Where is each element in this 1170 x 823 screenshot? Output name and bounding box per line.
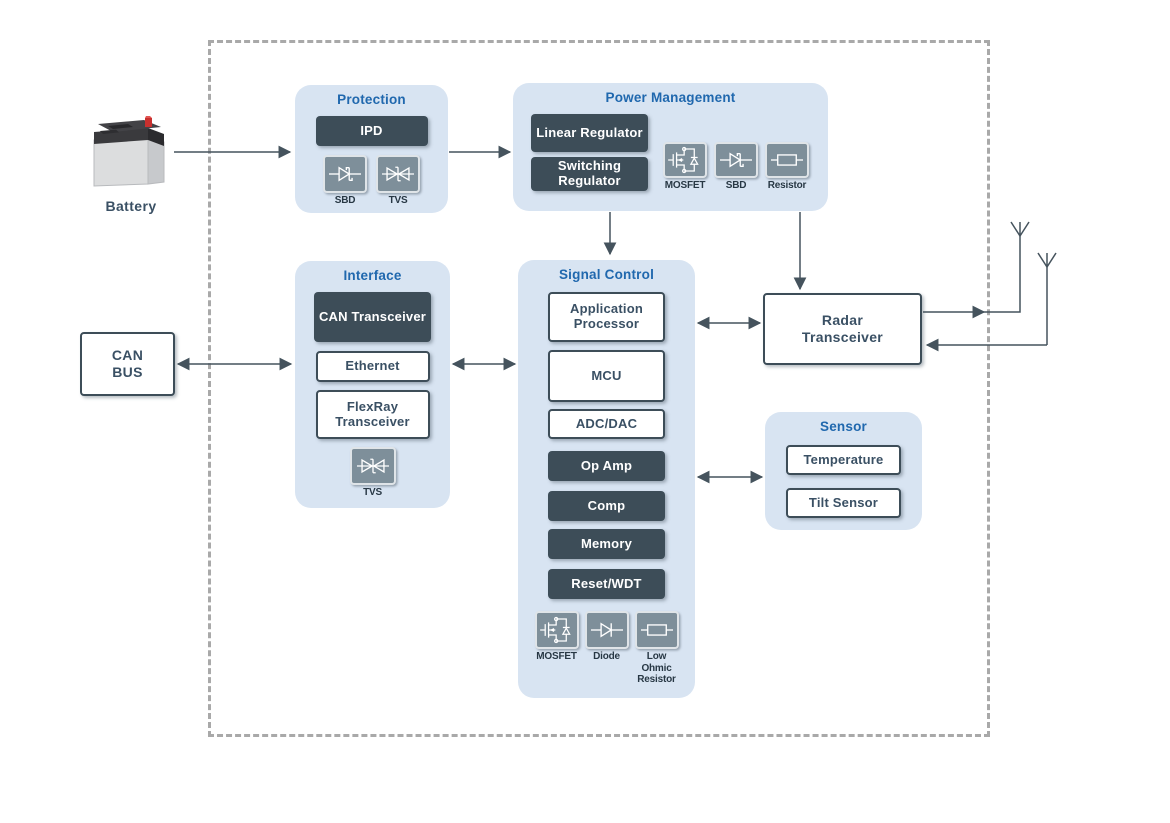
tvs-diode-icon <box>381 166 415 182</box>
mosfet-component: MOSFET <box>662 141 708 192</box>
adc-dac-chip: ADC/DAC <box>548 409 665 439</box>
system-boundary-dashed-border <box>208 40 990 737</box>
diode-component: Diode <box>584 611 630 663</box>
resistor-icon <box>770 153 804 166</box>
diode-icon <box>589 622 624 638</box>
sbd-diode-icon <box>328 167 362 181</box>
memory-chip: Memory <box>548 529 665 559</box>
sensor-title: Sensor <box>820 419 867 434</box>
protection-panel: Protection IPD SBD TVS <box>295 85 448 213</box>
mosfet-label: MOSFET <box>664 179 706 191</box>
op-amp-chip: Op Amp <box>548 451 665 481</box>
sensor-panel: Sensor Temperature Tilt Sensor <box>765 412 922 530</box>
can-bus-box: CAN BUS <box>80 332 175 396</box>
sbd-component: SBD <box>713 141 759 192</box>
interface-title: Interface <box>343 268 402 283</box>
battery-label: Battery <box>105 198 157 214</box>
linear-regulator-chip: Linear Regulator <box>531 114 648 152</box>
tvs-component: TVS <box>375 155 421 207</box>
sbd-label: SBD <box>725 179 747 191</box>
switching-regulator-chip: Switching Regulator <box>531 157 648 191</box>
low-ohmic-resistor-label: Low Ohmic Resistor <box>637 651 676 685</box>
reset-wdt-chip: Reset/WDT <box>548 569 665 599</box>
tvs-diode-icon <box>355 458 390 474</box>
tilt-sensor-chip: Tilt Sensor <box>786 488 901 518</box>
ipd-chip: IPD <box>315 116 428 146</box>
can-transceiver-chip: CAN Transceiver <box>314 292 431 342</box>
sbd-component: SBD <box>322 155 368 207</box>
sbd-label: SBD <box>334 195 356 206</box>
sbd-diode-icon <box>719 152 753 167</box>
ethernet-chip: Ethernet <box>315 351 430 382</box>
resistor-component: Resistor <box>764 141 810 192</box>
tx-antenna-icon <box>1010 221 1030 238</box>
interface-panel: Interface CAN Transceiver Ethernet FlexR… <box>295 261 450 508</box>
temperature-chip: Temperature <box>786 445 901 475</box>
mosfet-icon <box>539 616 570 644</box>
signal-control-title: Signal Control <box>558 267 655 282</box>
mcu-chip: MCU <box>548 350 665 402</box>
tvs-component: TVS <box>349 447 396 499</box>
mosfet-component: MOSFET <box>534 611 580 663</box>
signal-control-panel: Signal Control Application Processor MCU… <box>518 260 695 698</box>
resistor-icon <box>639 624 674 636</box>
protection-title: Protection <box>337 92 406 107</box>
rx-antenna-icon <box>1037 252 1057 269</box>
can-bus-line1: CAN <box>111 346 144 363</box>
mosfet-label: MOSFET <box>536 651 577 662</box>
power-management-panel: Power Management Linear Regulator Switch… <box>513 83 828 211</box>
application-processor-chip: Application Processor <box>548 292 665 342</box>
mosfet-icon <box>667 146 699 173</box>
flexray-transceiver-chip: FlexRay Transceiver <box>315 390 430 439</box>
low-ohmic-resistor-component: Low Ohmic Resistor <box>634 611 680 686</box>
tvs-label: TVS <box>363 487 382 498</box>
radar-transceiver-box: Radar Transceiver <box>763 293 922 365</box>
diode-label: Diode <box>593 651 620 662</box>
can-bus-line2: BUS <box>112 364 143 380</box>
radar-transceiver-label: Radar Transceiver <box>801 311 884 346</box>
power-management-title: Power Management <box>605 90 736 105</box>
resistor-label: Resistor <box>767 179 807 191</box>
car-battery-image <box>93 116 165 187</box>
tvs-label: TVS <box>388 195 408 206</box>
comp-chip: Comp <box>548 491 665 521</box>
